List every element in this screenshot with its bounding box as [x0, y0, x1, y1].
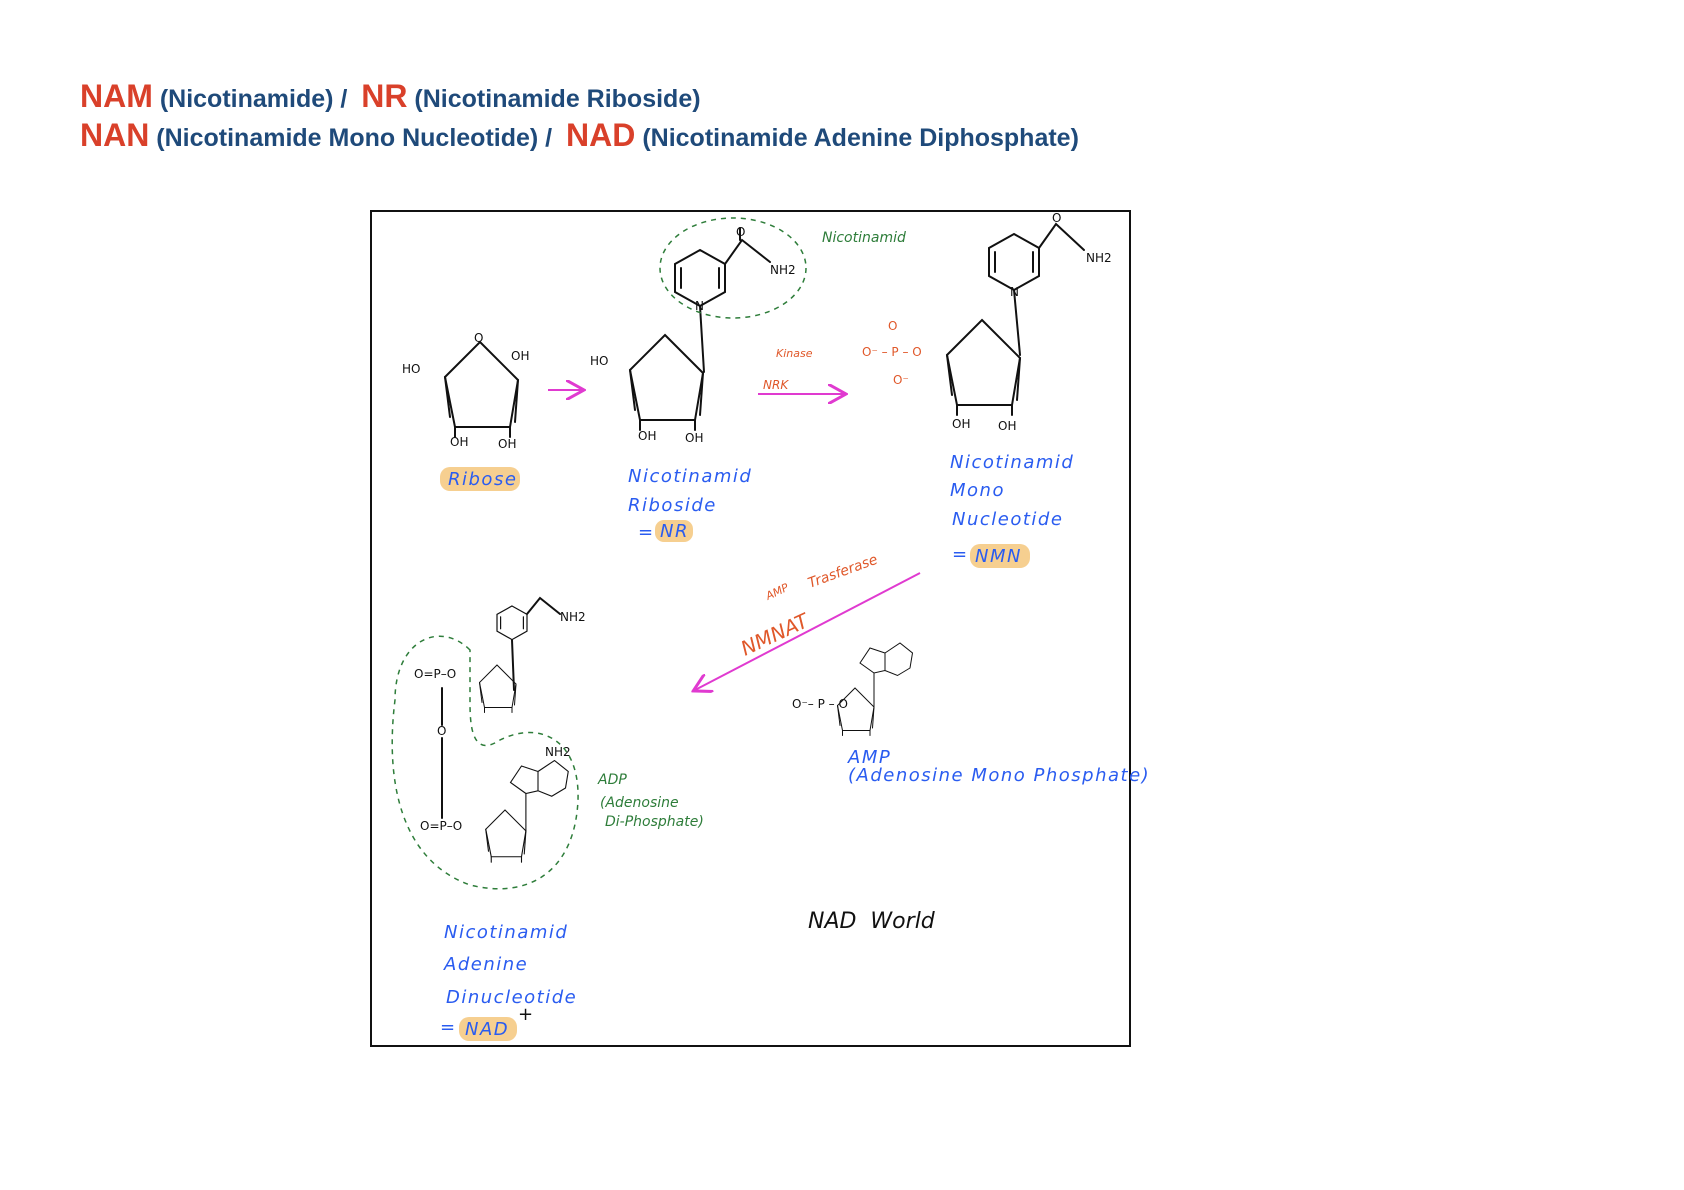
amp-byproduct-label: AMP — [763, 581, 791, 603]
svg-text:NH2: NH2 — [770, 263, 796, 277]
header-line-1: NAM (Nicotinamide) / NR (Nicotinamide Ri… — [80, 78, 701, 115]
svg-text:OH: OH — [638, 429, 656, 443]
svg-text:=: = — [952, 544, 969, 565]
nmn-label-1: Nicotinamid — [950, 452, 1074, 473]
svg-text:NH2: NH2 — [545, 745, 571, 759]
nad-label-1: Nicotinamid — [444, 922, 568, 943]
nad-abbr: NAD — [465, 1019, 509, 1040]
svg-text:=: = — [440, 1017, 457, 1038]
abbr-nam: NAM — [80, 78, 153, 114]
arrow-nmn-to-nad — [695, 572, 921, 690]
svg-text:O: O — [1052, 211, 1061, 225]
svg-text:O: O — [474, 331, 483, 345]
svg-text:O⁻: O⁻ — [893, 373, 909, 387]
svg-text:O: O — [888, 319, 897, 333]
svg-text:N: N — [695, 299, 704, 313]
nrk-label: NRK — [763, 378, 789, 392]
nmn-label-3: Nucleotide — [952, 509, 1063, 530]
svg-text:O⁻ – P – O: O⁻ – P – O — [862, 345, 922, 359]
svg-text:OH: OH — [450, 435, 468, 449]
amp-full: (Adenosine Mono Phosphate) — [848, 765, 1150, 786]
amp-structure — [837, 642, 914, 736]
adp-full-2: Di-Phosphate) — [605, 814, 704, 830]
nmn-structure: O NH2 N OH OH O⁻ – P – O O O⁻ — [862, 211, 1112, 433]
transferase-label: Trasferase — [806, 552, 880, 592]
amp-label: AMP — [847, 747, 891, 768]
svg-text:NH2: NH2 — [560, 610, 586, 624]
svg-text:OH: OH — [511, 349, 529, 363]
nr-abbr: NR — [660, 521, 689, 542]
svg-text:O: O — [437, 724, 446, 738]
adp-label: ADP — [597, 772, 627, 788]
full-nan: (Nicotinamide Mono Nucleotide) / — [156, 124, 553, 152]
nr-label-2: Riboside — [628, 495, 717, 516]
svg-text:O=P–O: O=P–O — [414, 667, 456, 681]
svg-text:HO: HO — [402, 362, 420, 376]
svg-text:+: + — [518, 1004, 535, 1025]
full-nam: (Nicotinamide) / — [159, 85, 348, 113]
svg-text:=: = — [638, 522, 655, 543]
svg-text:O⁻– P – O: O⁻– P – O — [792, 697, 848, 711]
nr-label-1: Nicotinamid — [628, 466, 752, 487]
nmnat-label: NMNAT — [737, 608, 814, 661]
header-line-2: NAN (Nicotinamide Mono Nucleotide) / NAD… — [80, 117, 1079, 154]
abbr-nad: NAD — [566, 117, 636, 153]
nmn-abbr: NMN — [975, 546, 1022, 567]
svg-text:OH: OH — [498, 437, 516, 451]
ribose-structure: O HO OH OH OH — [402, 331, 529, 451]
nmn-label-2: Mono — [950, 480, 1005, 501]
svg-text:OH: OH — [952, 417, 970, 431]
svg-text:N: N — [1010, 285, 1019, 299]
full-nad: (Nicotinamide Adenine Diphosphate) — [642, 124, 1079, 152]
abbr-nan: NAN — [80, 117, 150, 153]
kinase-label: Kinase — [776, 347, 813, 360]
nicotinamid-note: Nicotinamid — [822, 230, 906, 246]
svg-text:OH: OH — [685, 431, 703, 445]
nad-structure: NH2 O=P–O O O=P–O NH2 — [391, 596, 586, 890]
adp-full-1: (Adenosine — [600, 795, 679, 811]
nad-label-2: Adenine — [443, 954, 528, 975]
nad-world-title: NAD World — [808, 909, 936, 934]
ribose-label: Ribose — [448, 469, 517, 490]
svg-text:HO: HO — [590, 354, 608, 368]
nr-structure: O NH2 N HO OH OH — [590, 217, 807, 445]
svg-text:NH2: NH2 — [1086, 251, 1112, 265]
abbr-nr: NR — [361, 78, 408, 114]
full-nr: (Nicotinamide Riboside) — [414, 85, 701, 113]
svg-text:O=P–O: O=P–O — [420, 819, 462, 833]
nad-label-3: Dinucleotide — [446, 987, 577, 1008]
diagram-frame — [370, 210, 1131, 1047]
svg-text:OH: OH — [998, 419, 1016, 433]
svg-text:O: O — [736, 225, 745, 239]
